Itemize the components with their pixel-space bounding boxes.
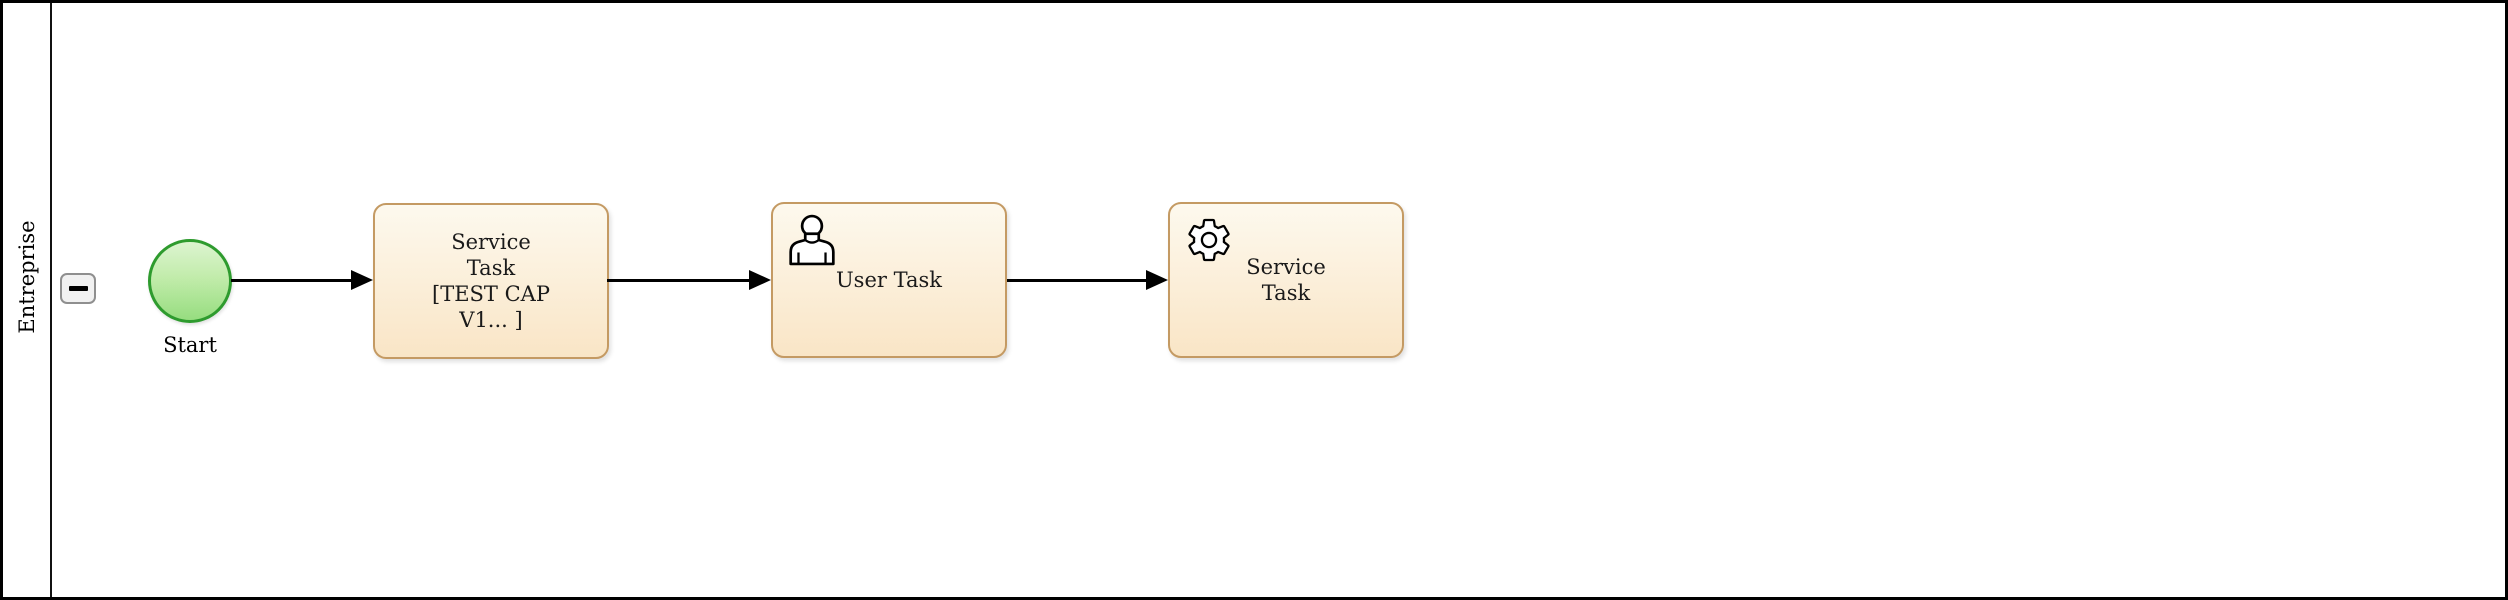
label-line: Task: [466, 256, 516, 280]
label-line: Task: [1261, 281, 1311, 305]
service-task-2-node[interactable]: Service Task: [1168, 202, 1404, 358]
start-event-label: Start: [163, 333, 217, 357]
flow-line: [231, 279, 353, 282]
gear-icon: [1188, 218, 1230, 262]
label-line: V1... ]: [459, 308, 523, 332]
sequence-flow-task1-to-task2[interactable]: [607, 270, 771, 290]
minus-icon: [68, 286, 88, 291]
service-task-2-label: Service Task: [1170, 204, 1402, 356]
flow-line: [1007, 279, 1148, 282]
lane-header-entreprise[interactable]: Entreprise: [3, 3, 52, 597]
sequence-flow-start-to-task1[interactable]: [231, 270, 373, 290]
label-line: [TEST CAP: [432, 282, 550, 306]
arrowhead-icon: [749, 270, 771, 290]
lane-collapse-button[interactable]: [60, 273, 96, 304]
flow-line: [607, 279, 751, 282]
start-event-node[interactable]: [148, 239, 232, 323]
user-task-node[interactable]: User Task: [771, 202, 1007, 358]
sequence-flow-task2-to-task3[interactable]: [1007, 270, 1168, 290]
arrowhead-icon: [1146, 270, 1168, 290]
service-task-1-label: Service Task [TEST CAP V1... ]: [375, 205, 607, 357]
label-line: Service: [451, 230, 531, 254]
arrowhead-icon: [351, 270, 373, 290]
lane-label: Entreprise: [14, 220, 39, 334]
user-icon: [789, 214, 835, 266]
user-task-label: User Task: [773, 204, 1005, 356]
service-task-1-node[interactable]: Service Task [TEST CAP V1... ]: [373, 203, 609, 359]
label-line: User Task: [835, 268, 942, 292]
label-line: Service: [1246, 255, 1326, 279]
